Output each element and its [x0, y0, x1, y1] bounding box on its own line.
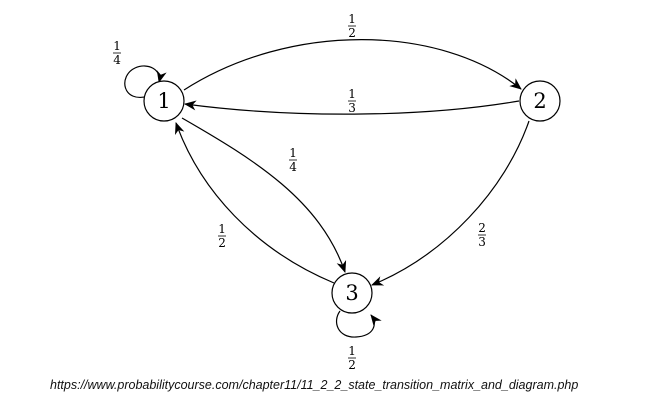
edge-1-to-1 — [124, 65, 167, 99]
numerator: 1 — [113, 39, 121, 53]
numerator: 2 — [478, 221, 486, 235]
numerator: 1 — [348, 12, 356, 26]
denominator: 2 — [348, 358, 356, 372]
state-node-3: 3 — [331, 272, 373, 314]
prob-label-1-to-1: 1 4 — [113, 39, 121, 67]
prob-label-3-to-1: 1 2 — [218, 222, 226, 250]
edge-1-to-2 — [183, 39, 522, 91]
edge-1-to-3 — [181, 117, 347, 273]
state-label: 1 — [157, 89, 170, 113]
numerator: 1 — [218, 222, 226, 236]
denominator: 3 — [348, 101, 356, 115]
edge-3-to-3 — [335, 310, 382, 338]
edge-2-to-1 — [184, 100, 520, 115]
numerator: 1 — [348, 87, 356, 101]
denominator: 2 — [348, 26, 356, 40]
prob-label-2-to-3: 2 3 — [478, 221, 486, 249]
prob-label-1-to-3: 1 4 — [289, 146, 297, 174]
denominator: 4 — [113, 53, 121, 67]
numerator: 1 — [289, 146, 297, 160]
edge-2-to-3 — [371, 120, 530, 286]
state-node-2: 2 — [519, 80, 561, 122]
denominator: 4 — [289, 160, 297, 174]
state-label: 3 — [345, 281, 358, 305]
prob-label-3-to-3: 1 2 — [348, 344, 356, 372]
prob-label-1-to-2: 1 2 — [348, 12, 356, 40]
source-url-caption: https://www.probabilitycourse.com/chapte… — [50, 378, 579, 392]
prob-label-2-to-1: 1 3 — [348, 87, 356, 115]
denominator: 2 — [218, 236, 226, 250]
numerator: 1 — [348, 344, 356, 358]
state-node-1: 1 — [143, 80, 185, 122]
denominator: 3 — [478, 235, 486, 249]
state-label: 2 — [533, 89, 546, 113]
edge-3-to-1 — [175, 122, 335, 284]
